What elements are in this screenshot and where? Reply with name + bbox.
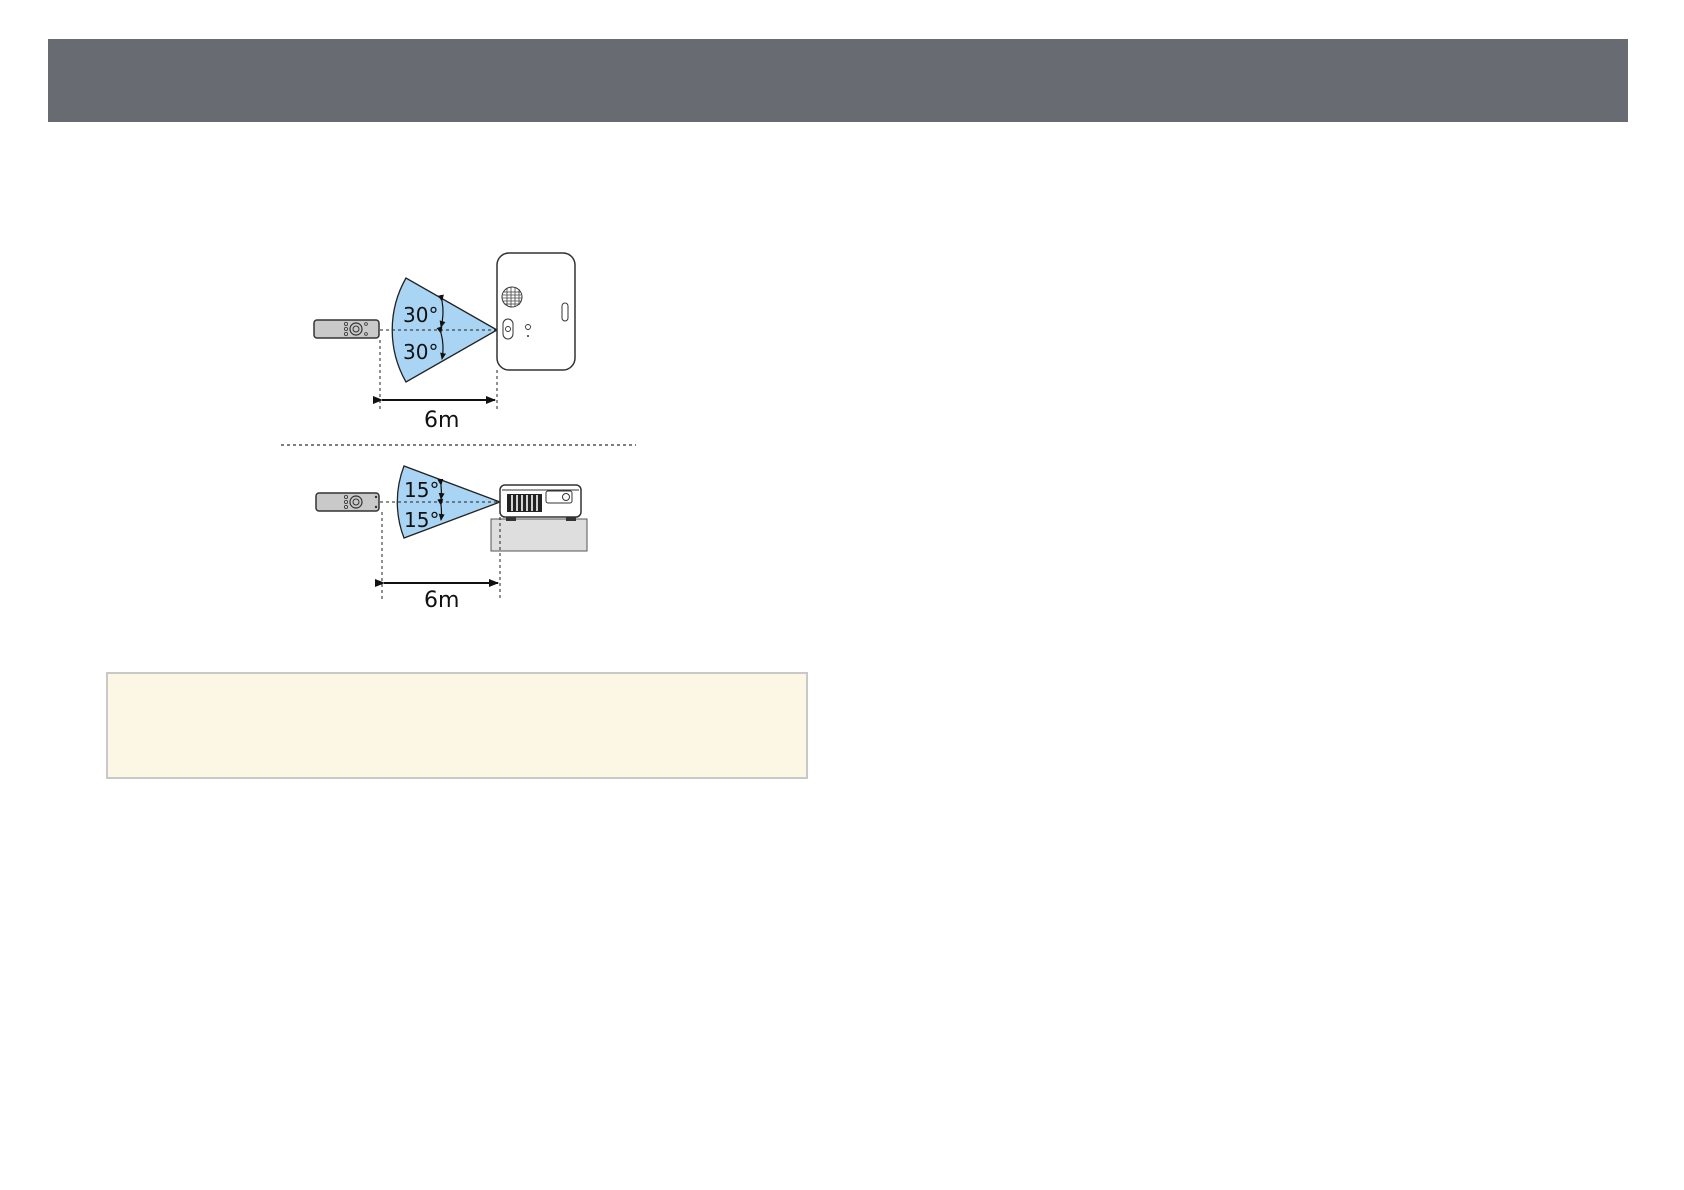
top-view: 30° 30° [314, 253, 575, 433]
table-surface [491, 519, 587, 551]
reception-area [392, 278, 497, 382]
remote-reception-range-diagram: 30° 30° [0, 0, 1684, 640]
top-angle-upper-label: 30° [403, 303, 438, 327]
side-angle-upper-label: 15° [404, 478, 439, 502]
side-angle-lower-label: 15° [404, 508, 439, 532]
side-distance-label: 6m [424, 588, 459, 613]
remote-control-side-icon [316, 493, 379, 511]
top-angle-lower-label: 30° [403, 340, 438, 364]
projector-front-icon [497, 253, 575, 370]
remote-control-icon [314, 320, 379, 338]
note-box [106, 672, 808, 779]
projector-side-icon [500, 485, 581, 521]
top-distance-label: 6m [424, 408, 459, 433]
side-view: 15° 15° 6m [316, 466, 587, 613]
